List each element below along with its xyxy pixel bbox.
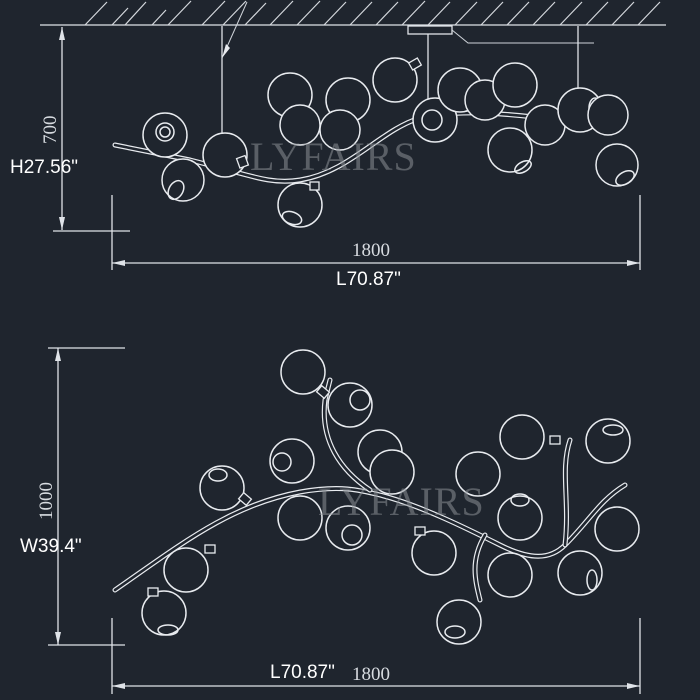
watermark-front: LYFAIRS [250,134,417,179]
canopy-and-rods [221,1,594,160]
front-globes [142,57,639,228]
width-inch-label: W39.4" [20,536,82,557]
top-length-dimension: L70.87" 1800 [111,618,641,694]
front-view: LYFAIRS 700 H27.56" 1800 L70.87" [10,0,666,290]
top-length-mm-label: 1800 [352,664,390,685]
top-width-dimension: 1000 W39.4" [20,347,125,646]
width-mm-label: 1000 [36,482,57,520]
front-length-dimension: 1800 L70.87" [111,195,641,290]
front-height-dimension: 700 H27.56" [10,27,130,232]
watermark-top: LYFAIRS [318,479,485,524]
length-mm-label: 1800 [352,240,390,261]
top-length-inch-label: L70.87" [270,662,335,683]
length-inch-label: L70.87" [336,269,401,290]
height-inch-label: H27.56" [10,157,78,178]
height-mm-label: 700 [40,116,61,145]
ceiling-hatch [40,0,666,26]
top-view: LYFAIRS 1000 W39.4" L70.87" 1800 [20,347,641,694]
top-branches [112,377,628,603]
top-globes [141,349,640,645]
